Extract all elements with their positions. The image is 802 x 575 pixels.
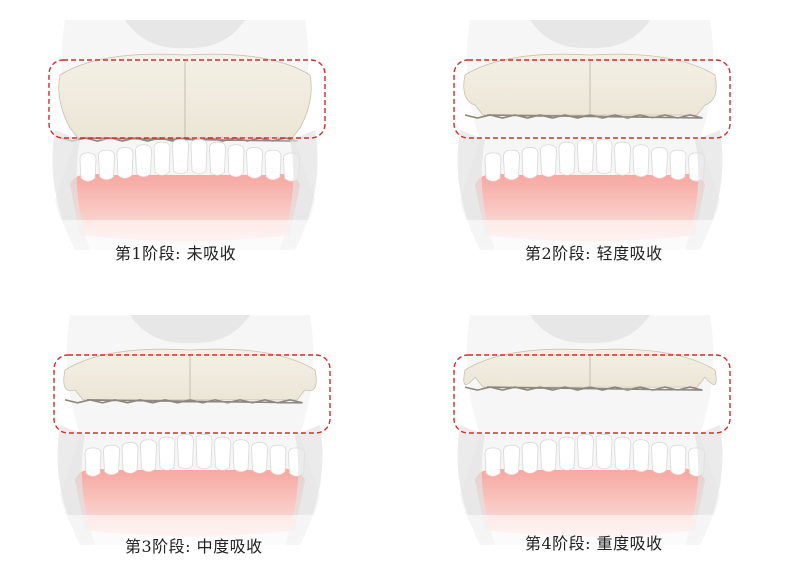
nasal-shadow <box>125 20 245 49</box>
nasal-shadow <box>530 20 650 49</box>
lower-tooth <box>264 149 282 181</box>
lower-tooth <box>140 439 157 473</box>
lower-tooth <box>651 442 668 474</box>
lower-tooth <box>269 444 287 476</box>
lower-tooth <box>577 433 594 470</box>
highlight-box <box>453 354 731 434</box>
bottom-fade <box>440 220 740 255</box>
lower-tooth <box>116 147 134 179</box>
lower-tooth <box>246 147 263 179</box>
stage-1-caption: 第1阶段: 未吸收 <box>115 244 237 263</box>
lower-tooth <box>177 433 194 470</box>
lower-tooth <box>614 436 631 471</box>
lower-tooth <box>540 439 557 473</box>
lower-tooth <box>503 444 520 476</box>
highlight-box <box>453 59 731 139</box>
lower-tooth <box>614 141 631 176</box>
lower-tooth <box>227 144 245 178</box>
lower-tooth <box>521 147 539 179</box>
stage-2-caption: 第2阶段: 轻度吸收 <box>525 244 663 263</box>
highlight-box <box>53 354 331 434</box>
lower-tooth <box>209 141 226 176</box>
lower-tooth <box>195 433 213 470</box>
lower-tooth <box>190 138 208 175</box>
lower-tooth <box>669 149 687 181</box>
stage-4-caption: 第4阶段: 重度吸收 <box>525 534 663 553</box>
stage-1-illustration <box>35 20 335 255</box>
jaw-illustration <box>35 20 335 255</box>
lower-tooth <box>484 152 502 182</box>
stage-1-panel <box>35 20 335 255</box>
lower-tooth <box>595 138 613 175</box>
jaw-illustration <box>40 315 340 550</box>
stage-3-panel <box>40 315 340 550</box>
lower-tooth <box>595 433 613 470</box>
stage-3-illustration <box>40 315 340 550</box>
lower-tooth <box>84 447 102 477</box>
lower-tooth <box>79 152 97 182</box>
lower-tooth <box>632 439 650 473</box>
bottom-fade <box>40 515 340 550</box>
lower-tooth <box>503 149 520 181</box>
stage-2-panel <box>440 20 740 255</box>
lower-tooth <box>158 436 176 471</box>
stage-4-illustration <box>440 315 740 550</box>
lower-tooth <box>484 447 502 477</box>
lower-tooth <box>98 149 115 181</box>
lower-tooth <box>651 147 668 179</box>
lower-tooth <box>103 444 120 476</box>
bone-crest <box>464 386 703 391</box>
jaw-illustration <box>440 20 740 255</box>
lower-tooth <box>632 144 650 178</box>
lower-tooth <box>577 138 594 175</box>
lower-tooth <box>669 444 687 476</box>
lower-tooth <box>521 442 539 474</box>
lower-tooth <box>172 138 189 175</box>
jaw-illustration <box>440 315 740 550</box>
lower-tooth <box>540 144 557 178</box>
stage-4-panel <box>440 315 740 550</box>
nasal-shadow <box>130 315 250 344</box>
lower-tooth <box>153 141 171 176</box>
lower-tooth <box>121 442 139 474</box>
stage-2-illustration <box>440 20 740 255</box>
nasal-shadow <box>530 315 650 344</box>
lower-tooth <box>558 436 576 471</box>
highlight-box <box>48 59 326 139</box>
lower-tooth <box>251 442 268 474</box>
lower-tooth <box>135 144 152 178</box>
lower-tooth <box>214 436 231 471</box>
lower-tooth <box>232 439 250 473</box>
lower-tooth <box>558 141 576 176</box>
stage-3-caption: 第3阶段: 中度吸收 <box>125 537 263 556</box>
bottom-fade <box>35 220 335 255</box>
bottom-fade <box>440 515 740 550</box>
